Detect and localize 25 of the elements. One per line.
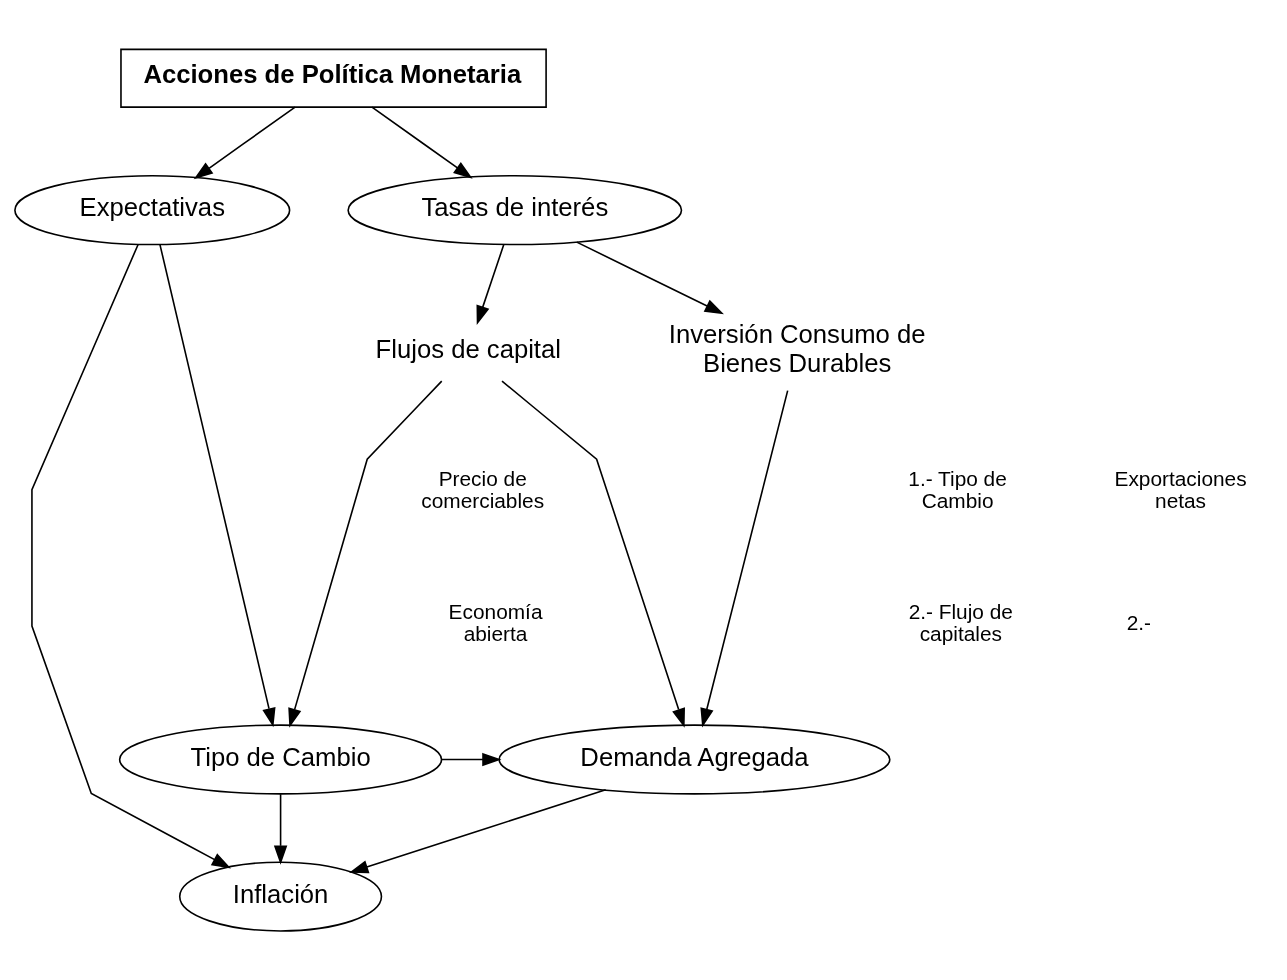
arrow (193, 106, 296, 180)
label: 2.- Flujo de capitales (908, 599, 1013, 646)
node-ellipse: Expectativas (14, 175, 291, 246)
arrow (575, 241, 724, 315)
node-ellipse: Tasas de interés (347, 175, 683, 246)
arrow (441, 752, 502, 767)
label: Economía abierta (448, 599, 543, 646)
arrow (700, 389, 789, 728)
node-ellipse: Tipo de Cambio (118, 724, 443, 795)
label: 1.- Tipo de Cambio (908, 466, 1007, 512)
arrow (349, 789, 607, 874)
arrow (501, 380, 685, 728)
label: 2.- (1126, 610, 1152, 634)
arrow (159, 243, 276, 728)
node-text: Inversión Consumo de Bienes Durables (668, 320, 926, 378)
arrow (288, 380, 443, 728)
arrow (371, 106, 473, 179)
label: Precio de comerciables (421, 466, 545, 512)
arrow (476, 243, 505, 325)
node-box: Acciones de Política Monetaria (120, 48, 547, 108)
arrow (273, 793, 288, 865)
node-text: Flujos de capital (375, 334, 561, 363)
node-ellipse: Demanda Agregada (498, 724, 891, 795)
arrow (31, 243, 231, 869)
label: Exportaciones netas (1114, 466, 1247, 512)
